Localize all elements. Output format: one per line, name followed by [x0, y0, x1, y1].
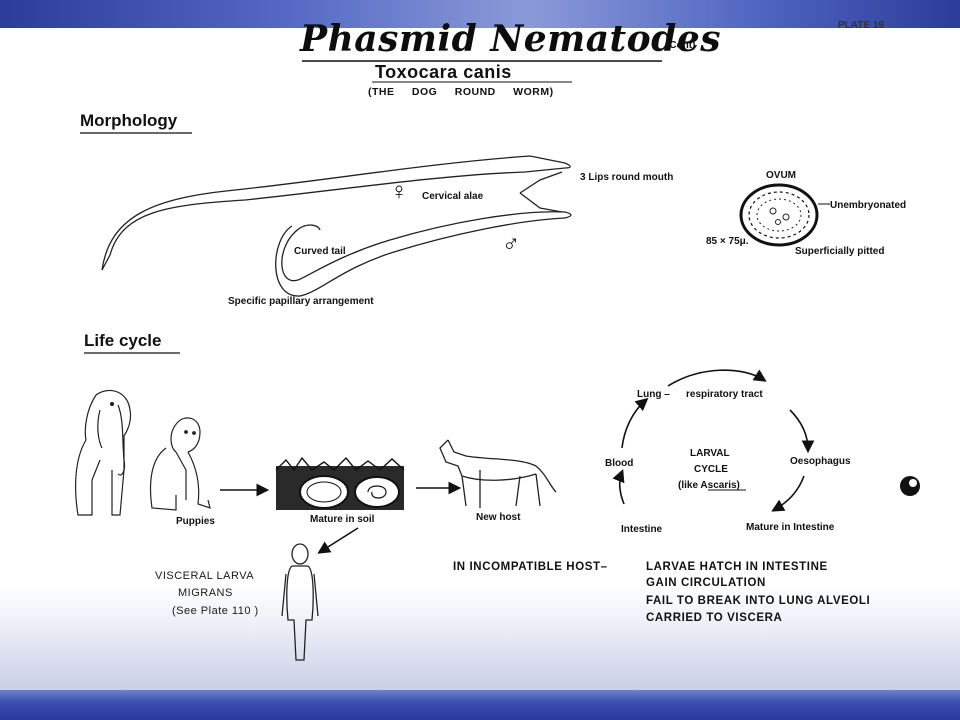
title-suffix: (Cont) — [666, 40, 696, 51]
plate-title: Phasmid Nematodes — [300, 18, 722, 60]
larval-cycle-ring — [612, 369, 815, 512]
larval-cycle-note: (like Ascaris) — [678, 480, 740, 491]
incompatible-point: GAIN CIRCULATION — [646, 577, 766, 589]
incompatible-point: CARRIED TO VISCERA — [646, 612, 783, 624]
label-cervical-alae: Cervical alae — [422, 191, 484, 202]
new-host-dog-drawing — [439, 439, 557, 508]
label-puppies: Puppies — [176, 516, 215, 527]
plate-number: PLATE 19 — [838, 20, 884, 31]
edge-mark — [900, 476, 920, 496]
label-curved-tail: Curved tail — [294, 246, 346, 257]
label-mature-in-soil: Mature in soil — [310, 514, 375, 525]
top-banner — [0, 0, 960, 28]
bottom-banner — [0, 690, 960, 720]
label-papillary: Specific papillary arrangement — [228, 296, 374, 307]
morphology-heading: Morphology — [80, 111, 178, 130]
label-lung: Lung – — [637, 389, 670, 400]
male-symbol: ♂ — [502, 230, 520, 257]
label-ovum-surface: Superficially pitted — [795, 246, 885, 257]
puppy-drawing — [149, 417, 211, 511]
larval-cycle-title2: CYCLE — [694, 464, 728, 475]
incompatible-point: FAIL TO BREAK INTO LUNG ALVEOLI — [646, 595, 871, 607]
label-new-host: New host — [476, 512, 521, 523]
plate-sheet — [0, 28, 960, 690]
vlm-line1: VISCERAL LARVA — [155, 570, 255, 582]
male-worm — [275, 171, 572, 297]
label-blood: Blood — [605, 458, 634, 469]
female-symbol: ♀ — [390, 178, 408, 205]
label-ovum-state: Unembryonated — [830, 200, 907, 211]
incompatible-label: IN INCOMPATIBLE HOST– — [453, 561, 608, 573]
label-mature-intestine: Mature in Intestine — [746, 522, 835, 533]
lifecycle-arrows — [220, 481, 462, 554]
human-figure — [281, 543, 319, 661]
label-lips: 3 Lips round mouth — [580, 172, 674, 183]
dog-drawing — [75, 389, 132, 516]
larval-cycle-title: LARVAL — [690, 448, 730, 459]
label-oesophagus: Oesophagus — [790, 456, 851, 467]
female-worm — [101, 155, 571, 271]
ovum-diagram — [739, 183, 830, 247]
label-ovum-size: 85 × 75μ. — [706, 236, 749, 247]
ovum-heading: OVUM — [766, 170, 796, 181]
label-intestine: Intestine — [621, 524, 663, 535]
vlm-line2: MIGRANS — [178, 587, 233, 599]
vlm-line3: (See Plate 110 ) — [172, 605, 259, 617]
subtitle: Toxocara canis — [375, 62, 512, 82]
label-respiratory-tract: respiratory tract — [686, 389, 763, 400]
subtitle-note: (THE DOG ROUND WORM) — [368, 86, 554, 98]
lifecycle-heading: Life cycle — [84, 331, 162, 350]
soil-eggs-drawing — [275, 456, 405, 510]
incompatible-point: LARVAE HATCH IN INTESTINE — [646, 561, 828, 573]
